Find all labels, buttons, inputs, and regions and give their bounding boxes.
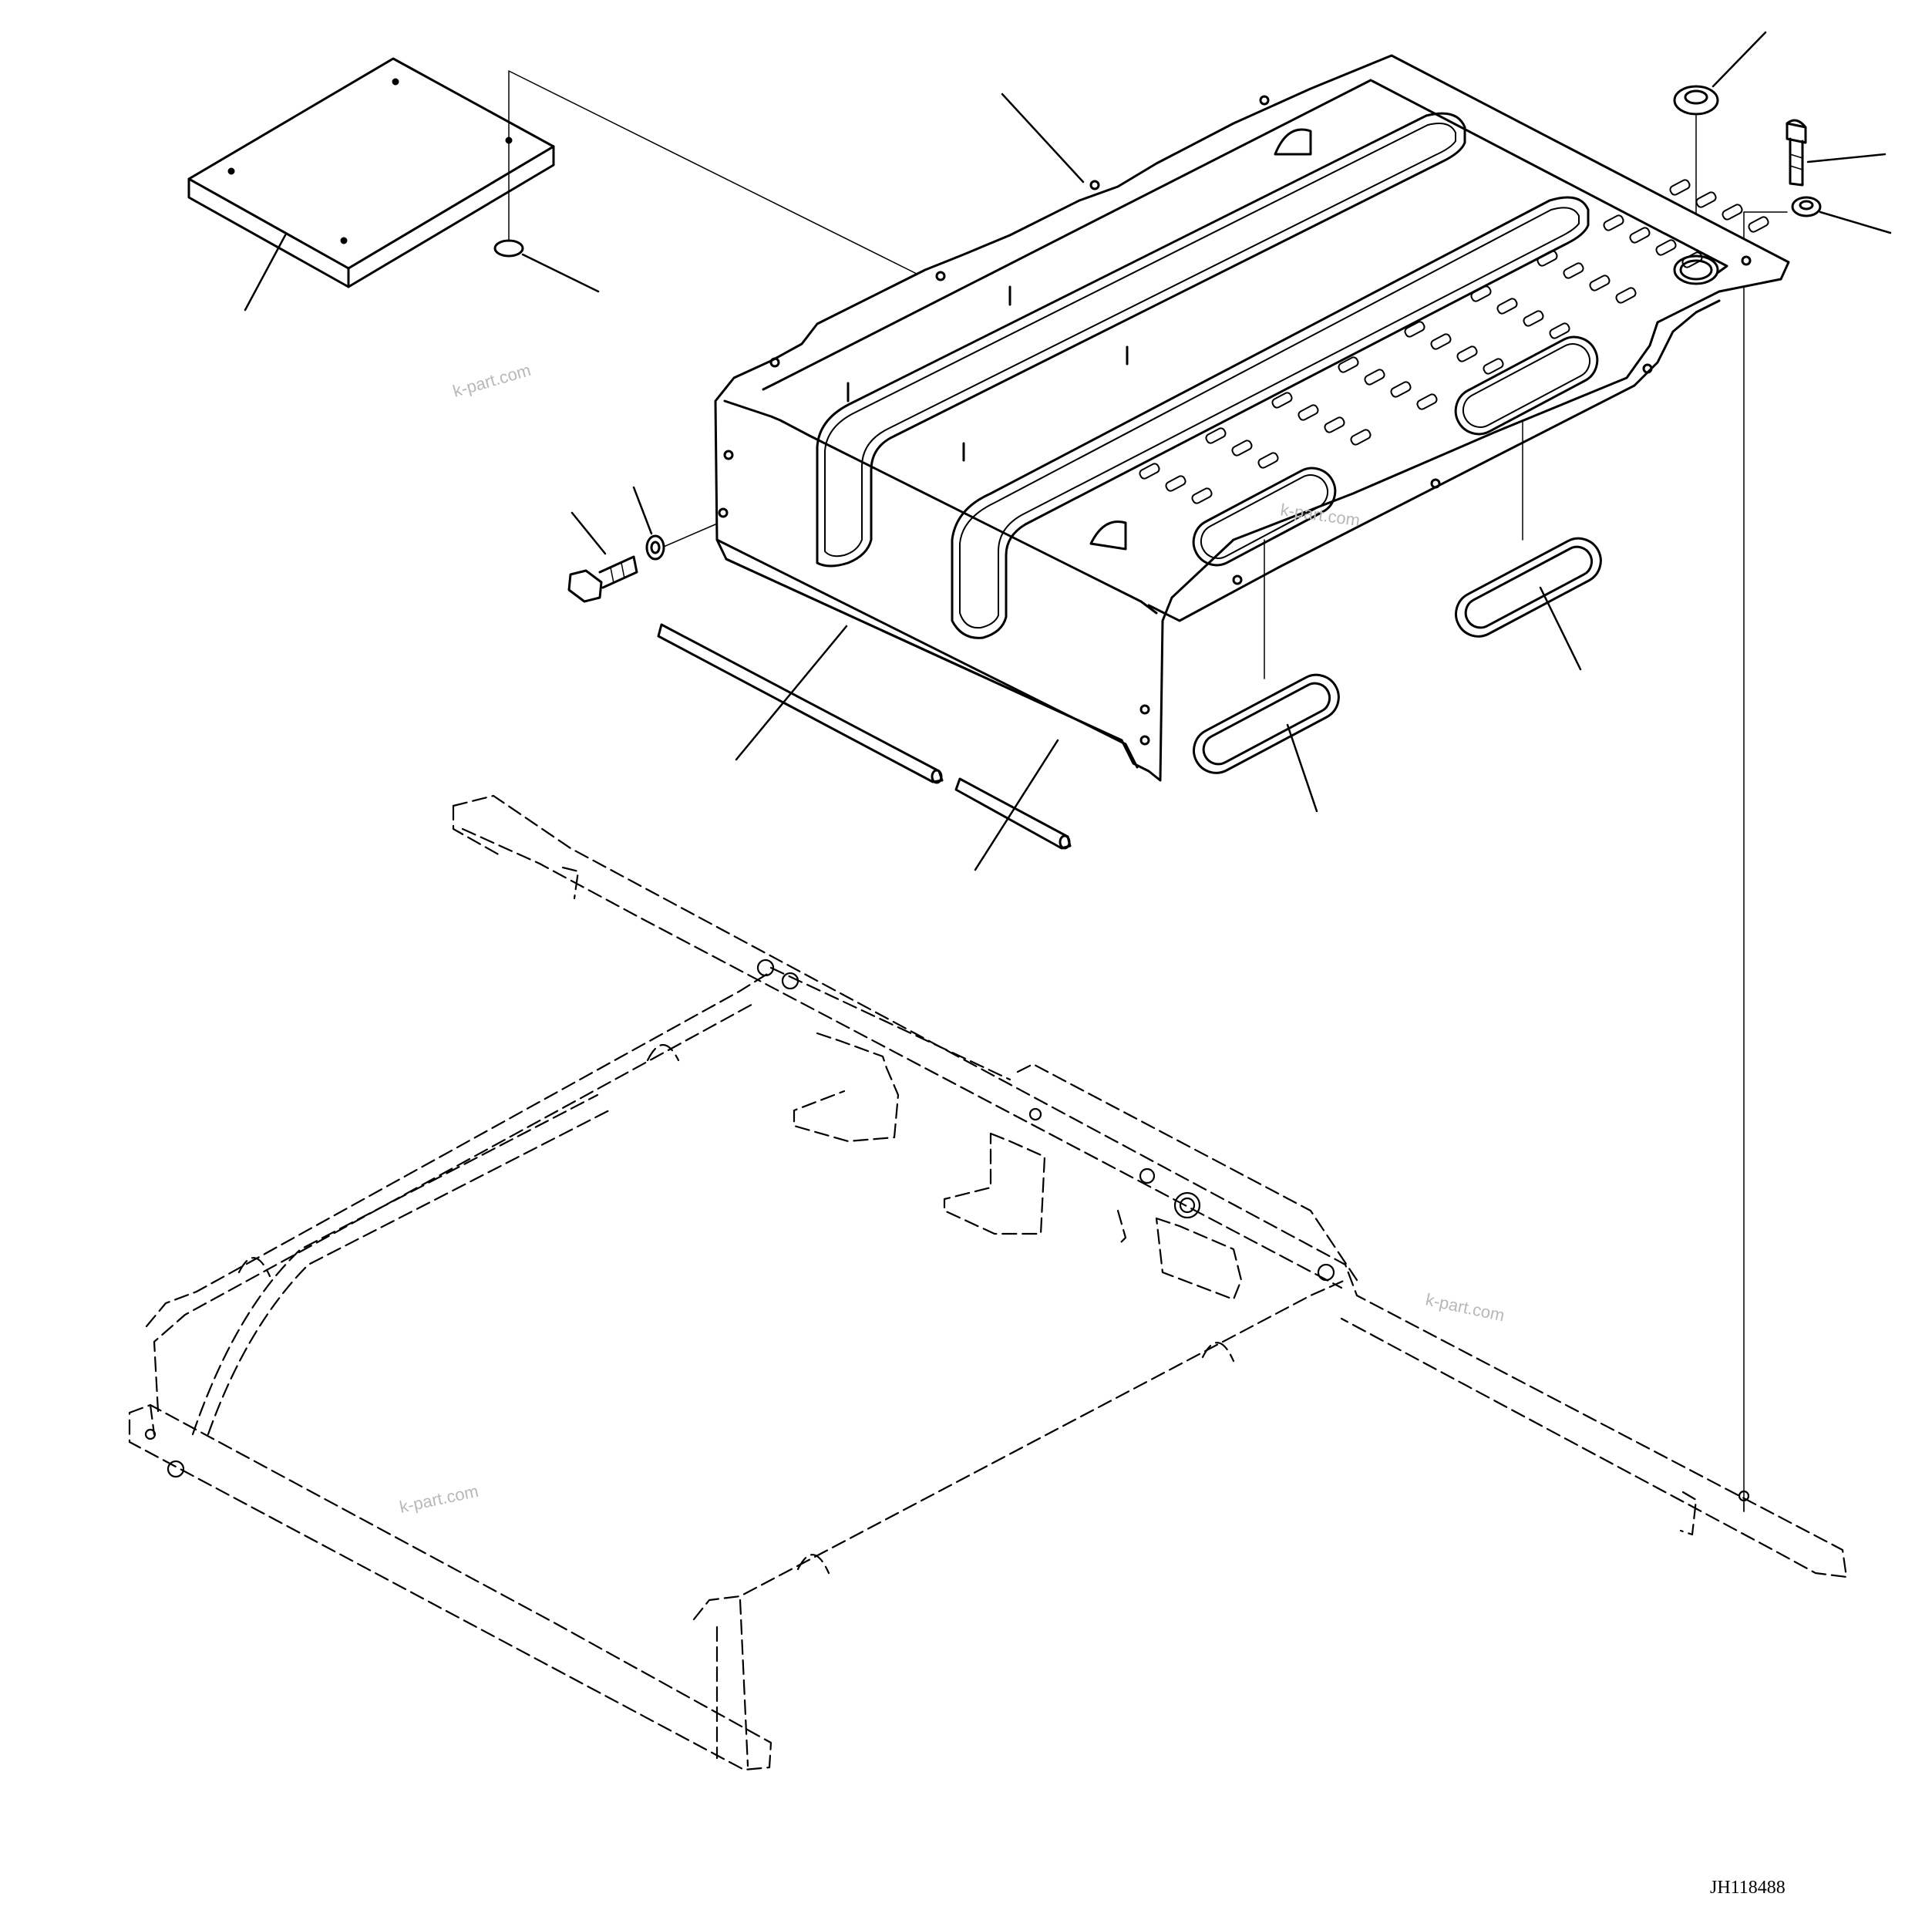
louvre-slot (1496, 298, 1518, 315)
louvre-slots (1139, 179, 1769, 504)
louvre-slot (1629, 227, 1651, 244)
louvre-slot (1139, 463, 1160, 480)
louvre-slot (1390, 381, 1412, 398)
louvre-slot (1350, 429, 1372, 446)
louvre-slot (1470, 285, 1492, 302)
louvre-slot (1655, 239, 1677, 256)
louvre-slot (1722, 204, 1743, 221)
louvre-slot (1416, 393, 1438, 410)
louvre-slot (1537, 250, 1558, 267)
frame-bolts (144, 958, 1750, 1502)
floor-cover (714, 54, 1790, 782)
louvre-slot (1430, 333, 1452, 350)
frame (128, 794, 1848, 1771)
oval-seal-right (1455, 537, 1602, 671)
louvre-slot (1748, 216, 1769, 233)
washer (1673, 31, 1767, 116)
louvre-slot (1456, 345, 1478, 362)
louvre-slot (1257, 452, 1279, 469)
oval-seal-left (1193, 673, 1340, 813)
louvre-slot (1191, 487, 1213, 504)
louvre-slot (1669, 179, 1691, 196)
drawing-number: JH118488 (1710, 1878, 1786, 1898)
seat-pad (187, 57, 555, 312)
trim-short (954, 739, 1072, 871)
louvre-slot (1298, 404, 1319, 421)
plug (493, 239, 600, 293)
louvre-slot (1205, 427, 1227, 444)
louvre-slot (1615, 287, 1637, 304)
louvre-slot (1603, 214, 1624, 231)
louvre-slot (1404, 321, 1425, 338)
louvre-slot (1231, 440, 1253, 457)
louvre-slot (1483, 358, 1504, 375)
louvre-slot (1695, 191, 1717, 208)
louvre-slot (1523, 310, 1544, 327)
louvre-slot (1165, 475, 1186, 492)
louvre-slot (1549, 322, 1570, 339)
louvre-slot (1563, 262, 1584, 279)
bolt (1786, 119, 1887, 187)
louvre-slot (1271, 392, 1293, 409)
watermark-3: k-part.com (1424, 1289, 1506, 1325)
trim-long (657, 623, 944, 784)
watermark-1: k-part.com (450, 360, 533, 401)
side-bolt (567, 511, 638, 603)
louvre-slot (1324, 416, 1345, 433)
louvre-slot (1589, 275, 1611, 291)
louvre-slot (1338, 356, 1359, 373)
small-washer (1791, 196, 1892, 234)
louvre-slot (1681, 251, 1703, 268)
watermark-4: k-part.com (398, 1481, 480, 1517)
louvre-slot (1364, 369, 1385, 386)
side-washer (632, 486, 665, 561)
